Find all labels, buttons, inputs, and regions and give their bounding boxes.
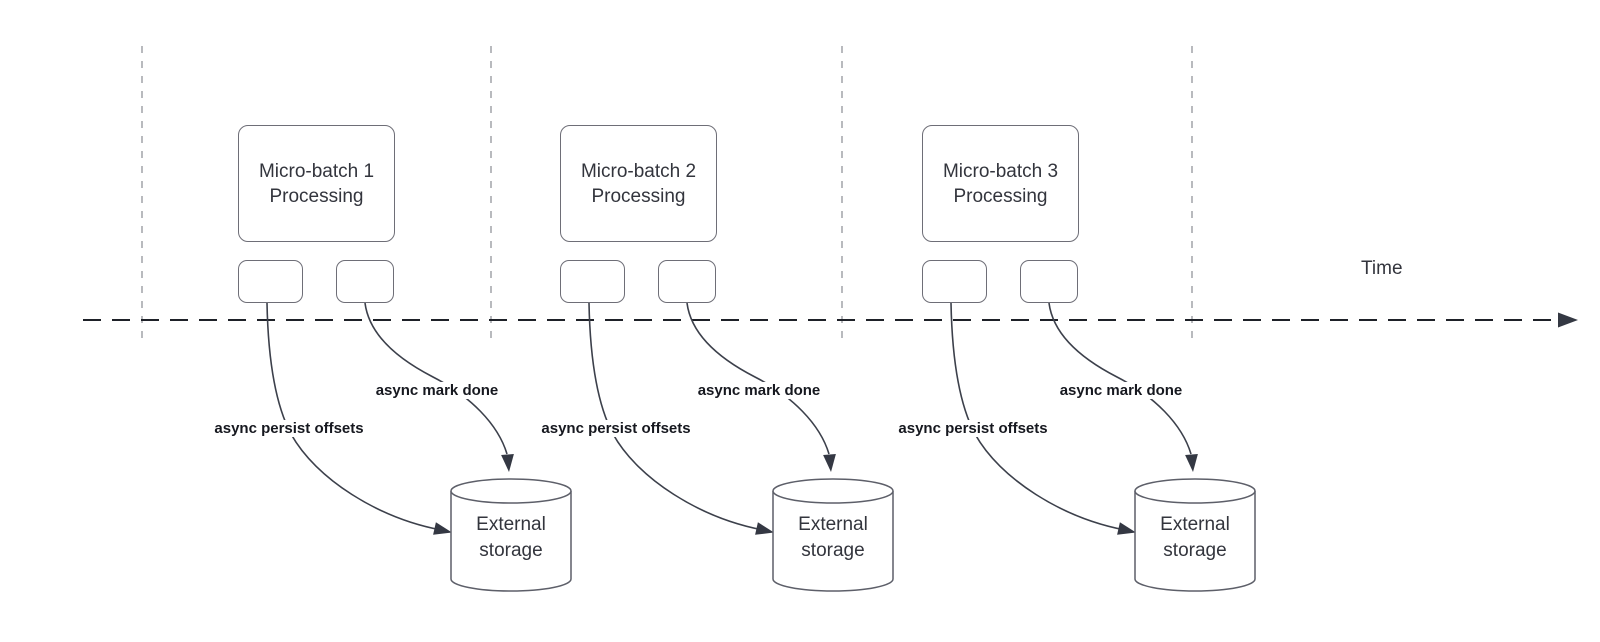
external-storage-cylinder-top (1134, 478, 1256, 504)
group-2-mark-done-label: async mark done (693, 382, 825, 399)
mark-done-arrow (1048, 302, 1192, 455)
trigger-boundary-guides (141, 46, 1193, 338)
group-2-persist-offsets-label: async persist offsets (537, 420, 695, 437)
mark-done-arrowhead-icon (823, 454, 836, 472)
microbatch-1-processing-title: Micro-batch 1 Processing (258, 160, 375, 207)
external-storage-cylinder (772, 491, 894, 592)
microbatch-1-processing-box: Micro-batch 1 Processing (238, 125, 395, 242)
microbatch-3-processing-title: Micro-batch 3 Processing (942, 160, 1059, 207)
group-1-mark-done-label: async mark done (371, 382, 503, 399)
persist-offsets-arrowhead-icon (433, 522, 452, 535)
mark-done-arrowhead-icon (1185, 454, 1198, 472)
external-storage-cylinder (1134, 491, 1256, 592)
persist-offsets-arrow (588, 302, 764, 531)
group-3-mark-done-task-box (1020, 260, 1078, 303)
group-2-connectors (588, 302, 894, 592)
group-1-offset-task-box (238, 260, 303, 303)
time-axis-arrowhead-icon (1558, 312, 1578, 328)
group-1-persist-offsets-label: async persist offsets (210, 420, 368, 437)
microbatch-2-processing-box: Micro-batch 2 Processing (560, 125, 717, 242)
mark-done-arrow (686, 302, 830, 455)
mark-done-arrowhead-icon (501, 454, 514, 472)
group-3-offset-task-box (922, 260, 987, 303)
group-3-external-storage-label: External storage (1160, 514, 1230, 561)
external-storage-cylinder-top (450, 478, 572, 504)
group-1-mark-done-task-box (336, 260, 394, 303)
time-axis-label: Time (1361, 258, 1403, 279)
group-2-offset-task-box (560, 260, 625, 303)
microbatch-2-processing-title: Micro-batch 2 Processing (580, 160, 697, 207)
group-2-external-storage-label: External storage (798, 514, 868, 561)
external-storage-cylinder (450, 491, 572, 592)
persist-offsets-arrow (266, 302, 442, 531)
mark-done-arrow (364, 302, 508, 455)
group-3-connectors (950, 302, 1256, 592)
group-2-mark-done-task-box (658, 260, 716, 303)
persist-offsets-arrowhead-icon (1117, 522, 1136, 535)
persist-offsets-arrow (950, 302, 1126, 531)
group-3-persist-offsets-label: async persist offsets (894, 420, 1052, 437)
group-3-mark-done-label: async mark done (1055, 382, 1187, 399)
group-1-external-storage-label: External storage (476, 514, 546, 561)
persist-offsets-arrowhead-icon (755, 522, 774, 535)
external-storage-cylinder-top (772, 478, 894, 504)
microbatch-3-processing-box: Micro-batch 3 Processing (922, 125, 1079, 242)
